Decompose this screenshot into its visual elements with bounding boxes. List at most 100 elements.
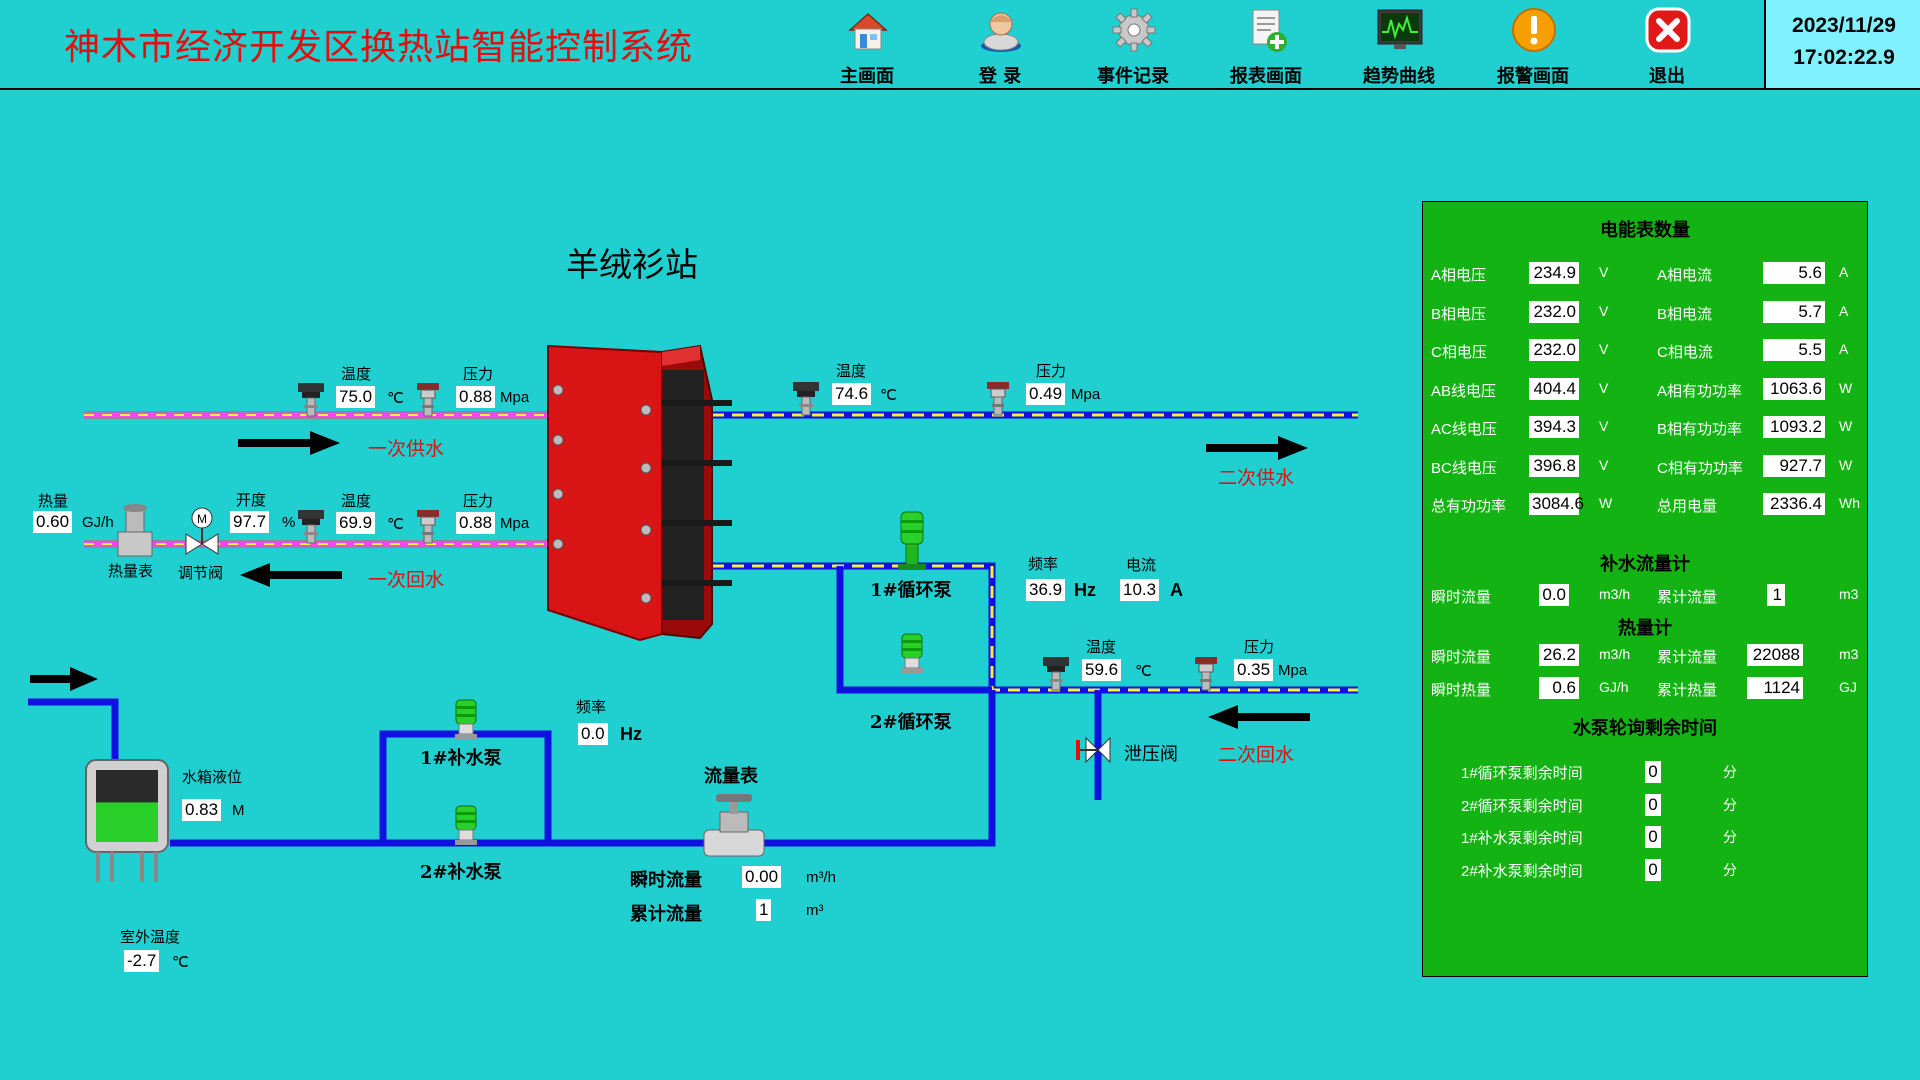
nav-alarm-button[interactable]: 报警画面	[1478, 4, 1588, 87]
nav-exit-button[interactable]: 退出	[1612, 4, 1722, 87]
nav-trend-button[interactable]: 趋势曲线	[1344, 4, 1454, 87]
heat-meter-label: 热量表	[108, 563, 154, 580]
secondary-supply-label: 二次供水	[1218, 467, 1295, 489]
meter-value: 394.3	[1529, 416, 1579, 438]
primary-return-pressure-unit: Mpa	[500, 515, 530, 532]
user-icon	[981, 12, 1021, 52]
meter-value: 234.9	[1529, 262, 1579, 284]
rotation-label: 2#补水泵剩余时间	[1461, 862, 1583, 880]
clock-time: 17:02:22.9	[1793, 46, 1895, 69]
nav-login-button[interactable]: 登 录	[945, 4, 1055, 87]
meter-unit: A	[1839, 302, 1849, 319]
heat-label: 热量	[38, 493, 69, 510]
nav-events-button[interactable]: 事件记录	[1078, 4, 1188, 87]
nav-report-button[interactable]: 报表画面	[1211, 4, 1321, 87]
circ-freq-value: 36.9	[1026, 579, 1066, 601]
meter-value: 232.0	[1529, 300, 1579, 323]
flow-inst-label: 瞬时流量	[630, 870, 702, 891]
primary-return-temp-value: 69.9	[336, 512, 376, 534]
meter-unit: V	[1599, 418, 1609, 434]
alarm-icon	[1512, 8, 1556, 52]
heat-value: 26.2	[1539, 644, 1579, 666]
svg-text:M: M	[197, 512, 207, 526]
secondary-return-temp-value: 59.6	[1082, 659, 1122, 681]
nav-report-label: 报表画面	[1230, 66, 1302, 87]
meter-label: 总有功功率	[1431, 498, 1507, 515]
meter-unit: Wh	[1839, 495, 1860, 511]
primary-supply-label: 一次供水	[368, 438, 445, 460]
secondary-supply-pressure-value: 0.49	[1026, 383, 1066, 405]
meter-label: B相电压	[1431, 305, 1487, 323]
makeup-label: 累计流量	[1657, 589, 1718, 606]
makeup-meter-title: 补水流量计	[1600, 554, 1690, 575]
meter-unit: V	[1599, 379, 1609, 396]
outdoor-temp-value: -2.7	[124, 950, 160, 972]
meter-label: C相电流	[1657, 344, 1713, 361]
rotation-unit: 分	[1723, 829, 1737, 845]
meter-value: 1063.6	[1763, 377, 1825, 400]
secondary-return-pressure-value: 0.35	[1234, 659, 1274, 681]
makeup-pump-2	[454, 805, 478, 846]
outdoor-temp-unit: ℃	[172, 954, 189, 971]
primary-supply-temp-value: 75.0	[336, 386, 376, 408]
makeup-unit: m3/h	[1599, 586, 1631, 602]
flow-total-value: 1	[756, 899, 772, 921]
makeup-freq-label: 频率	[576, 699, 607, 716]
secondary-supply-temp-value: 74.6	[832, 383, 872, 405]
secondary-return-temp-unit: ℃	[1135, 663, 1152, 680]
nav-events-label: 事件记录	[1097, 66, 1169, 87]
app-title: 神木市经济开发区换热站智能控制系统	[64, 27, 694, 68]
primary-return-pressure-value: 0.88	[456, 512, 496, 534]
control-valve: M	[185, 507, 219, 555]
rotation-unit: 分	[1723, 861, 1737, 878]
circ-current-value: 10.3	[1120, 579, 1160, 601]
secondary-return-pressure-label: 压力	[1244, 639, 1275, 656]
circ-current-label: 电流	[1126, 557, 1157, 574]
relief-valve-label: 泄压阀	[1124, 744, 1178, 765]
meter-unit: W	[1599, 495, 1613, 511]
meter-unit: A	[1839, 341, 1849, 357]
meter-value: 927.7	[1763, 454, 1825, 477]
secondary-return-pipe	[712, 562, 1358, 694]
meter-unit: A	[1839, 264, 1849, 280]
meter-value: 3084.6	[1529, 493, 1584, 515]
exit-icon	[1645, 7, 1691, 53]
makeup-freq-unit: Hz	[620, 724, 642, 744]
home-icon	[848, 12, 888, 50]
secondary-supply-pressure-unit: Mpa	[1071, 386, 1101, 403]
secondary-supply-temp-sensor	[792, 381, 820, 416]
meter-label: C相有功功率	[1657, 459, 1743, 477]
secondary-supply-temp-label: 温度	[836, 363, 867, 380]
trend-monitor-icon	[1377, 9, 1423, 49]
primary-return-pressure-label: 压力	[463, 493, 494, 510]
rotation-value: 0	[1645, 761, 1661, 783]
heat-exchanger	[547, 344, 732, 642]
secondary-return-temp-label: 温度	[1086, 639, 1117, 656]
rotation-unit: 分	[1723, 764, 1737, 780]
heat-unit: GJ	[1839, 679, 1857, 695]
meter-label: AC线电压	[1431, 421, 1497, 438]
makeup-label: 瞬时流量	[1431, 589, 1492, 606]
primary-return-pressure-sensor	[416, 509, 440, 544]
circulation-pump-1-label: 1#循环泵	[870, 580, 952, 601]
meter-label: A相电压	[1431, 267, 1487, 284]
nav-login-label: 登 录	[978, 66, 1022, 87]
primary-supply-pressure-label: 压力	[463, 366, 494, 383]
heat-unit: m3/h	[1599, 646, 1631, 662]
flow-total-label: 累计流量	[630, 904, 702, 925]
meter-unit: V	[1599, 456, 1609, 473]
nav-trend-label: 趋势曲线	[1363, 66, 1435, 87]
primary-supply-pressure-unit: Mpa	[500, 389, 530, 406]
nav-main-label: 主画面	[840, 66, 894, 87]
secondary-supply-pressure-sensor	[986, 381, 1010, 416]
station-title: 羊绒衫站	[566, 245, 698, 284]
control-valve-label: 调节阀	[178, 565, 224, 582]
primary-supply-temp-label: 温度	[341, 366, 372, 383]
heat-label: 累计流量	[1657, 649, 1718, 666]
rotation-label: 1#补水泵剩余时间	[1461, 830, 1583, 847]
meter-unit: W	[1839, 418, 1853, 434]
nav-main-button[interactable]: 主画面	[812, 4, 922, 87]
makeup-freq-value: 0.0	[578, 723, 608, 745]
